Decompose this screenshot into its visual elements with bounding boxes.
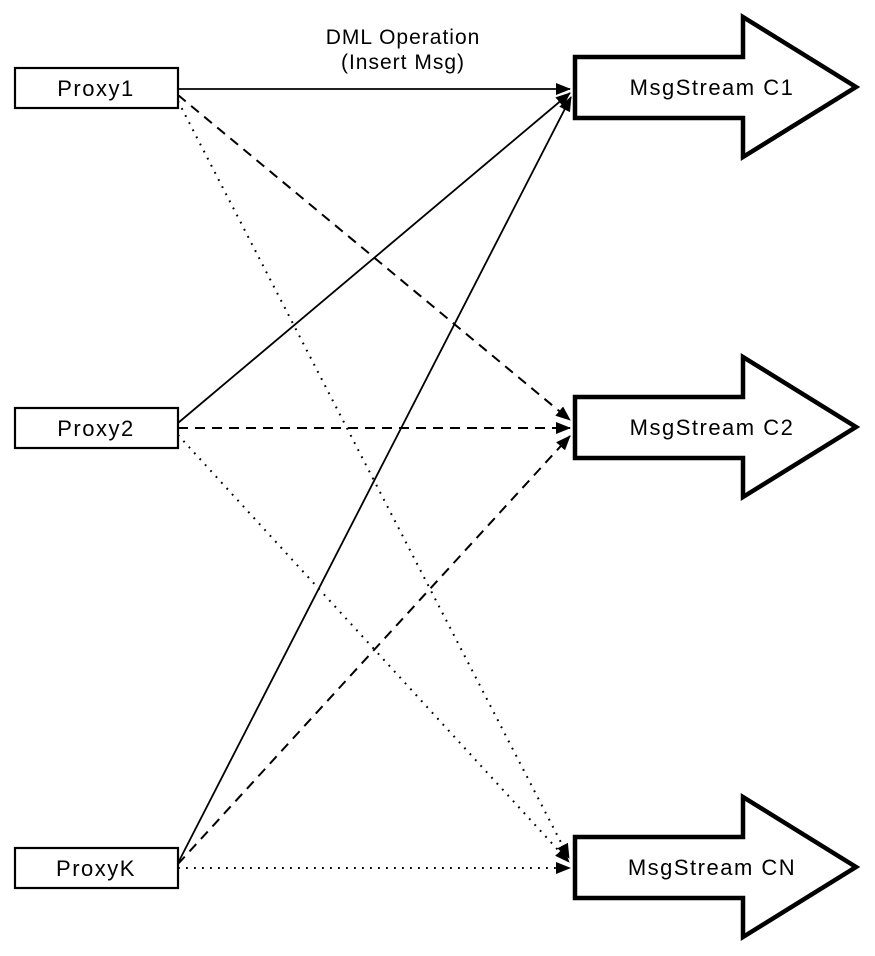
annotation-line1: DML Operation xyxy=(326,26,481,49)
proxyk-node: ProxyK xyxy=(13,846,180,890)
msgstream-c1-node: MsgStream C1 xyxy=(572,12,861,162)
msgstream-cn-label: MsgStream CN xyxy=(628,855,796,880)
edge-proxy2-cn xyxy=(177,434,570,863)
proxy2-node: Proxy2 xyxy=(13,406,180,450)
msgstream-c1-arrow-shape xyxy=(572,12,861,162)
msgstream-c2-arrow-shape xyxy=(572,352,861,502)
proxyk-label: ProxyK xyxy=(56,856,136,881)
edge-proxyk-c2 xyxy=(177,435,571,865)
msgstream-nodes: MsgStream C1 MsgStream C2 MsgStream CN xyxy=(572,12,861,942)
proxy-nodes: Proxy1 Proxy2 ProxyK xyxy=(13,66,180,890)
proxy1-node: Proxy1 xyxy=(13,66,180,110)
msgstream-cn-arrow-shape xyxy=(572,792,861,942)
edge-proxyk-c1 xyxy=(177,96,572,864)
proxy1-box xyxy=(13,66,180,110)
annotation-line2: (Insert Msg) xyxy=(341,51,465,74)
proxy2-label: Proxy2 xyxy=(57,416,134,441)
msgstream-cn-node: MsgStream CN xyxy=(572,792,861,942)
proxy1-label: Proxy1 xyxy=(57,76,134,101)
msgstream-c2-label: MsgStream C2 xyxy=(630,415,795,440)
proxy2-box xyxy=(13,406,180,450)
edge-proxy2-c1 xyxy=(177,92,571,424)
edge-annotation: DML Operation (Insert Msg) xyxy=(326,26,481,74)
msgstream-c1-label: MsgStream C1 xyxy=(630,75,795,100)
edges xyxy=(177,83,572,874)
msgstream-c2-node: MsgStream C2 xyxy=(572,352,861,502)
proxyk-box xyxy=(13,846,180,890)
